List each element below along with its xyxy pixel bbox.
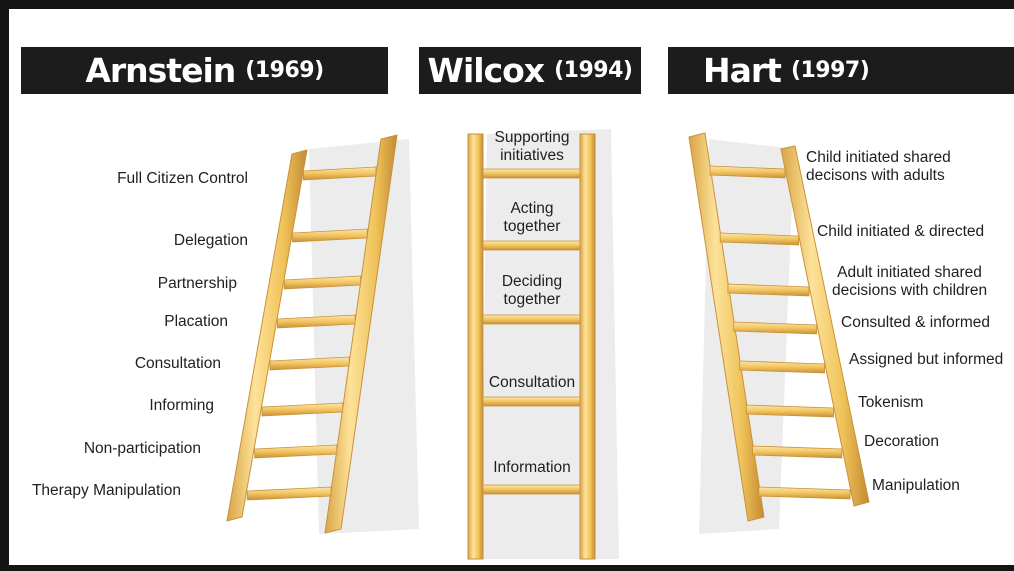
wilcox-right-rail	[579, 133, 596, 560]
arnstein-rung	[254, 444, 338, 459]
wilcox-rung	[482, 396, 581, 407]
arnstein-rung-label: Placation	[164, 313, 228, 330]
wilcox-rung	[482, 168, 581, 179]
wilcox-ladder-shadow	[481, 129, 619, 559]
arnstein-rung-label: Full Citizen Control	[117, 170, 248, 187]
arnstein-header: Arnstein (1969)	[21, 47, 388, 94]
arnstein-rung	[269, 356, 350, 371]
hart-year: (1997)	[790, 58, 870, 83]
hart-rung	[719, 232, 800, 246]
arnstein-left-rail	[226, 149, 308, 522]
hart-right-rail	[780, 145, 870, 507]
wilcox-rung-label: Deciding together	[501, 273, 563, 308]
hart-rung-label: Decoration	[864, 433, 939, 450]
hart-ladder	[688, 132, 870, 522]
arnstein-rung	[283, 275, 361, 290]
arnstein-rung	[246, 486, 332, 501]
wilcox-rung	[482, 484, 581, 495]
ladders-layer	[226, 129, 870, 560]
wilcox-rung	[482, 314, 581, 325]
hart-header: Hart (1997)	[668, 47, 1014, 94]
bottom-bar	[9, 565, 1014, 571]
hart-title: Hart	[703, 51, 782, 90]
wilcox-rung-label: Information	[493, 459, 571, 476]
arnstein-rung	[276, 314, 356, 329]
hart-rung-label: Tokenism	[858, 394, 924, 411]
arnstein-rung	[261, 402, 344, 417]
hart-rung-label: Child initiated shared decisons with adu…	[806, 149, 951, 184]
wilcox-rung	[482, 240, 581, 251]
arnstein-year: (1969)	[245, 58, 324, 83]
hart-rung	[709, 165, 786, 179]
hart-rung-label: Consulted & informed	[841, 314, 991, 331]
wilcox-left-rail	[467, 133, 484, 560]
wilcox-rung-label: Supporting initiatives	[494, 129, 570, 164]
arnstein-rung	[292, 228, 368, 243]
hart-rung	[727, 283, 810, 297]
hart-rung-label: Assigned but informed	[849, 351, 1004, 368]
wilcox-year: (1994)	[554, 58, 633, 83]
hart-rung-label: Child initiated & directed	[817, 223, 985, 240]
arnstein-rung-label: Non-participation	[83, 440, 201, 457]
wilcox-ladder	[467, 133, 596, 560]
hart-left-rail	[688, 132, 765, 522]
ladder-rungs	[246, 165, 851, 501]
wilcox-rung-label: Consultation	[488, 374, 576, 391]
wilcox-title: Wilcox	[427, 51, 546, 90]
hart-rung	[752, 445, 843, 459]
wilcox-rung-label: Acting together	[503, 200, 561, 235]
arnstein-rung-label: Therapy Manipulation	[31, 482, 181, 499]
arnstein-rung	[302, 166, 377, 181]
hart-rung-label: Adult initiated shared decisions with ch…	[832, 264, 988, 299]
arnstein-rung-label: Informing	[149, 397, 214, 414]
hart-rung	[733, 321, 818, 335]
arnstein-rung-label: Partnership	[157, 275, 237, 292]
hart-rung	[739, 360, 825, 374]
arnstein-ladder	[226, 134, 398, 534]
arnstein-rung-label: Consultation	[134, 355, 221, 372]
wilcox-header: Wilcox (1994)	[419, 47, 641, 94]
arnstein-title: Arnstein	[85, 51, 236, 90]
hart-rung-label: Manipulation	[872, 477, 960, 494]
hart-rung	[745, 404, 834, 418]
arnstein-rung-label: Delegation	[173, 232, 248, 249]
hart-rung	[758, 486, 851, 500]
arnstein-right-rail	[324, 134, 398, 534]
